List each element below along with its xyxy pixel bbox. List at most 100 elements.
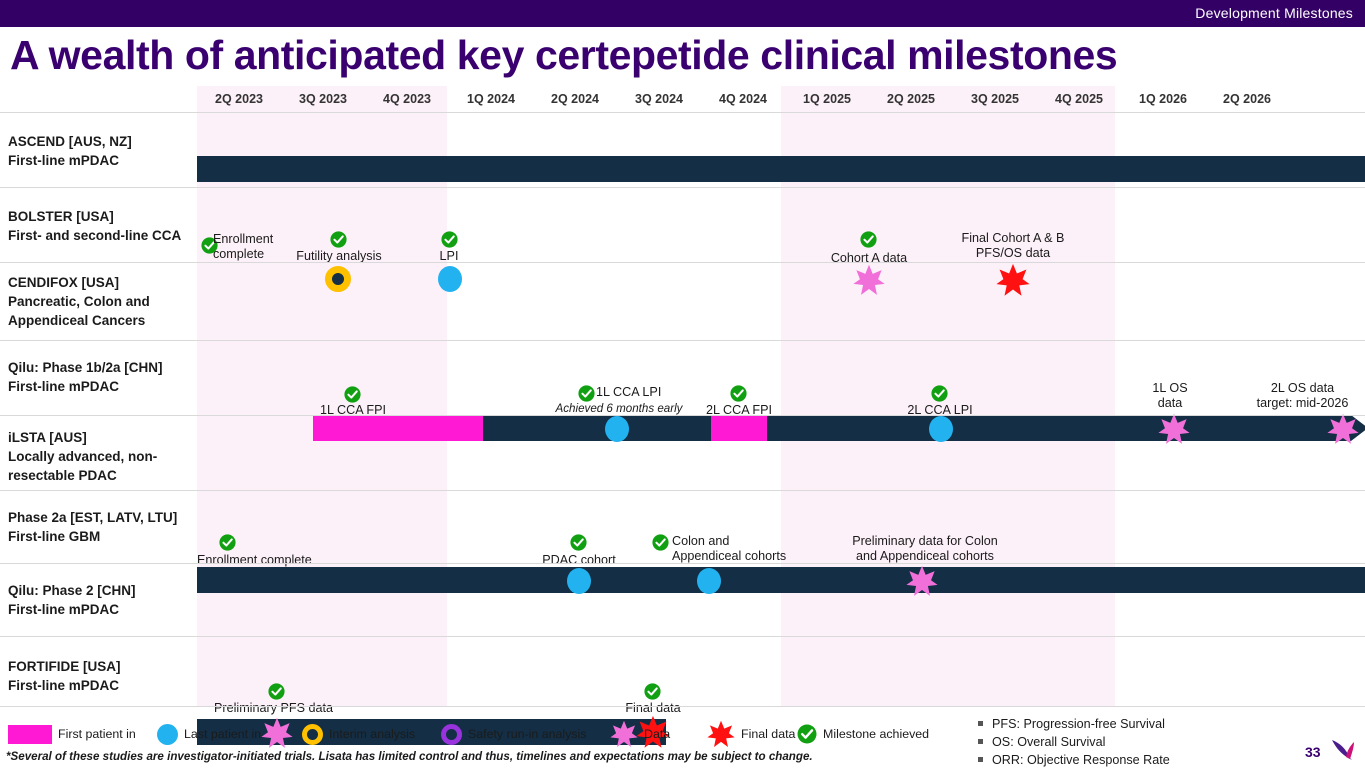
row-divider [0, 636, 1365, 637]
company-logo-icon [1332, 740, 1354, 760]
timeline-bar [483, 415, 711, 441]
last-patient-in-marker[interactable] [697, 568, 721, 594]
row-divider [0, 262, 1365, 263]
row-label-fortifide: FORTIFIDE [USA] First-line mPDAC [8, 657, 198, 695]
interim-analysis-marker[interactable] [325, 266, 351, 292]
legend-item-last-patient-in: Last patient in [157, 722, 261, 746]
milestone-label-final-data: Final data [625, 701, 681, 715]
row-divider [0, 490, 1365, 491]
row-label-phase2a-gbm: Phase 2a [EST, LATV, LTU] First-line GBM [8, 508, 198, 546]
last-patient-in-marker[interactable] [438, 266, 462, 292]
legend-item-final-data: Final data [707, 722, 795, 746]
legend-item-first-patient-in: First patient in [8, 722, 136, 746]
row-divider [0, 340, 1365, 341]
page-number: 33 [1305, 744, 1321, 760]
legend-item-data: Data [610, 722, 670, 746]
amber-ring-icon [302, 723, 323, 745]
milestone-label-1l-cca-fpi: 1L CCA FPI [319, 403, 387, 417]
row-subtitle: Locally advanced, non- resectable PDAC [8, 449, 158, 483]
row-divider [0, 563, 1365, 564]
timeline-row-bolster: BOLSTER [USA] First- and second-line CCA… [0, 187, 1365, 262]
row-label-bolster: BOLSTER [USA] First- and second-line CCA [8, 207, 198, 245]
milestone-label-preliminary-colon-appendiceal: Preliminary data for Colon and Appendice… [852, 534, 998, 563]
pink-square-icon [8, 724, 52, 744]
milestone-label-preliminary-pfs-data: Preliminary PFS data [214, 701, 333, 715]
legend-label: Interim analysis [329, 727, 416, 741]
milestone-label-futility-analysis: Futility analysis [296, 249, 382, 263]
legend-label: First patient in [58, 727, 136, 741]
blue-dot-icon [157, 723, 178, 745]
row-title: Phase 2a [EST, LATV, LTU] [8, 510, 178, 525]
row-title: Qilu: Phase 1b/2a [CHN] [8, 360, 163, 375]
quarter-label-4q2025: 4Q 2025 [1055, 92, 1103, 106]
bullet-icon [978, 739, 983, 745]
quarter-label-1q2024: 1Q 2024 [467, 92, 515, 106]
legend-label: Data [644, 727, 671, 741]
timeline-row-cendifox: CENDIFOX [USA] Pancreatic, Colon and App… [0, 262, 1365, 340]
top-brand-bar: Development Milestones [0, 0, 1365, 27]
page-title: A wealth of anticipated key certepetide … [10, 32, 1118, 78]
timeline-row-qilu-phase2: Qilu: Phase 2 [CHN] First-line mPDAC Enr… [0, 563, 1365, 636]
abbreviation-text: PFS: Progression-free Survival [992, 717, 1165, 731]
milestone-label-cohort-a-data: Cohort A data [830, 251, 908, 265]
quarter-header-row: 2Q 2023 3Q 2023 4Q 2023 1Q 2024 2Q 2024 … [197, 86, 1365, 112]
timeline-row-phase2a-gbm: Phase 2a [EST, LATV, LTU] First-line GBM… [0, 490, 1365, 563]
row-subtitle: First-line mPDAC [8, 678, 120, 693]
band-2025 [781, 86, 1115, 706]
green-check-icon [797, 724, 817, 744]
row-label-cendifox: CENDIFOX [USA] Pancreatic, Colon and App… [8, 273, 198, 330]
quarter-label-2q2023: 2Q 2023 [215, 92, 263, 106]
last-patient-in-marker[interactable] [929, 416, 953, 442]
milestone-label-1l-os-data: 1L OS data [1152, 381, 1188, 410]
row-subtitle: First- and second-line CCA [8, 228, 182, 243]
row-title: CENDIFOX [USA] [8, 275, 119, 290]
quarter-label-3q2023: 3Q 2023 [299, 92, 347, 106]
legend-item-milestone-achieved: Milestone achieved [797, 722, 929, 746]
milestone-label-2l-os-data: 2L OS data target: mid-2026 [1256, 381, 1349, 410]
row-subtitle: First-line mPDAC [8, 602, 120, 617]
milestone-sublabel-1l-cca-lpi: Achieved 6 months early [555, 402, 683, 415]
legend-label: Final data [741, 727, 796, 741]
data-marker[interactable] [261, 717, 293, 749]
legend-item-interim-analysis: Interim analysis [302, 722, 415, 746]
timeline-bar [767, 415, 1351, 441]
quarter-label-3q2024: 3Q 2024 [635, 92, 683, 106]
milestone-label-enrollment-complete: Enrollment complete [213, 232, 274, 261]
abbreviation-text: ORR: Objective Response Rate [992, 753, 1170, 767]
purple-ring-icon [441, 723, 462, 745]
row-label-qilu-phase1b2a: Qilu: Phase 1b/2a [CHN] First-line mPDAC [8, 358, 198, 396]
row-title: BOLSTER [USA] [8, 209, 114, 224]
footnote: *Several of these studies are investigat… [6, 750, 813, 763]
quarter-label-3q2025: 3Q 2025 [971, 92, 1019, 106]
last-patient-in-marker[interactable] [567, 568, 591, 594]
row-title: ASCEND [AUS, NZ] [8, 134, 132, 149]
first-patient-in-bar [711, 415, 767, 441]
quarter-label-2q2026: 2Q 2026 [1223, 92, 1271, 106]
quarter-shading-bands [197, 86, 1365, 706]
milestone-label-lpi: LPI [439, 249, 459, 263]
timeline-row-qilu-phase1b2a: Qilu: Phase 1b/2a [CHN] First-line mPDAC… [0, 340, 1365, 415]
last-patient-in-marker[interactable] [605, 416, 629, 442]
row-subtitle: First-line mPDAC [8, 379, 120, 394]
row-divider [0, 415, 1365, 416]
band-2023 [197, 86, 447, 706]
bullet-icon [978, 721, 983, 727]
quarter-label-1q2026: 1Q 2026 [1139, 92, 1187, 106]
row-subtitle: First-line mPDAC [8, 153, 120, 168]
row-subtitle: Pancreatic, Colon and Appendiceal Cancer… [8, 294, 150, 328]
row-label-ascend: ASCEND [AUS, NZ] First-line mPDAC [8, 132, 198, 170]
milestone-label-colon-appendiceal-cohorts: Colon and Appendiceal cohorts [672, 534, 787, 563]
row-label-ilsta: iLSTA [AUS] Locally advanced, non- resec… [8, 428, 198, 485]
abbreviation-item: PFS: Progression-free Survival [978, 715, 1170, 733]
abbreviation-list: PFS: Progression-free Survival OS: Overa… [978, 715, 1170, 768]
legend-label: Milestone achieved [823, 727, 930, 741]
timeline-bar [197, 567, 1365, 593]
timeline-row-fortifide: FORTIFIDE [USA] First-line mPDAC Enrollm… [0, 636, 1365, 706]
row-divider [0, 706, 1365, 707]
row-title: Qilu: Phase 2 [CHN] [8, 583, 136, 598]
quarter-label-2q2025: 2Q 2025 [887, 92, 935, 106]
timeline-row-ascend: ASCEND [AUS, NZ] First-line mPDAC Enroll… [0, 112, 1365, 187]
quarter-label-1q2025: 1Q 2025 [803, 92, 851, 106]
row-divider [0, 112, 1365, 113]
